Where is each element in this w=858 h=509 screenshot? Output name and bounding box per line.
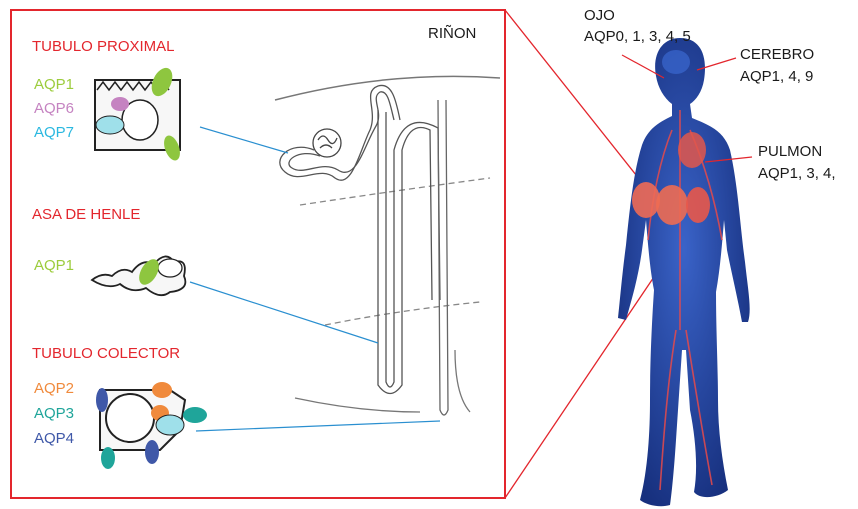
nephron-drawing	[275, 76, 500, 415]
henle-cell-icon	[92, 256, 185, 295]
lung-aqps: AQP1, 3, 4,	[758, 165, 836, 182]
collector-cell-icon	[96, 382, 207, 469]
aqp-label: AQP6	[34, 100, 74, 117]
aqp-label: AQP1	[34, 257, 74, 274]
aqp-label: AQP7	[34, 124, 74, 141]
heading-loop-of-henle: ASA DE HENLE	[32, 206, 140, 223]
heading-proximal-tubule: TUBULO PROXIMAL	[32, 38, 175, 55]
eye-aqps: AQP0, 1, 3, 4, 5	[584, 28, 691, 45]
lung-label: PULMON	[758, 143, 822, 160]
zoom-line-bottom	[505, 265, 662, 498]
connector-henle	[190, 282, 378, 343]
connector-collector	[196, 421, 440, 431]
proximal-tubule	[280, 85, 400, 180]
kidney-title: RIÑON	[428, 25, 476, 42]
kidney-pelvis-arc	[295, 398, 420, 412]
aqp-label: AQP1	[34, 76, 74, 93]
brain-label: CEREBRO	[740, 46, 814, 63]
brain-aqps: AQP1, 4, 9	[740, 68, 813, 85]
proximal-cell-icon	[95, 65, 183, 163]
eye-label: OJO	[584, 7, 615, 24]
connector-proximal	[200, 127, 288, 153]
aqp-label: AQP3	[34, 405, 74, 422]
glomerulus	[313, 129, 341, 157]
aqp-label: AQP4	[34, 430, 74, 447]
human-body-figure	[618, 38, 750, 506]
heading-collecting-tubule: TUBULO COLECTOR	[32, 345, 180, 362]
cortex-boundary	[300, 178, 490, 205]
aqp-label: AQP2	[34, 380, 74, 397]
collecting-duct	[438, 100, 448, 415]
